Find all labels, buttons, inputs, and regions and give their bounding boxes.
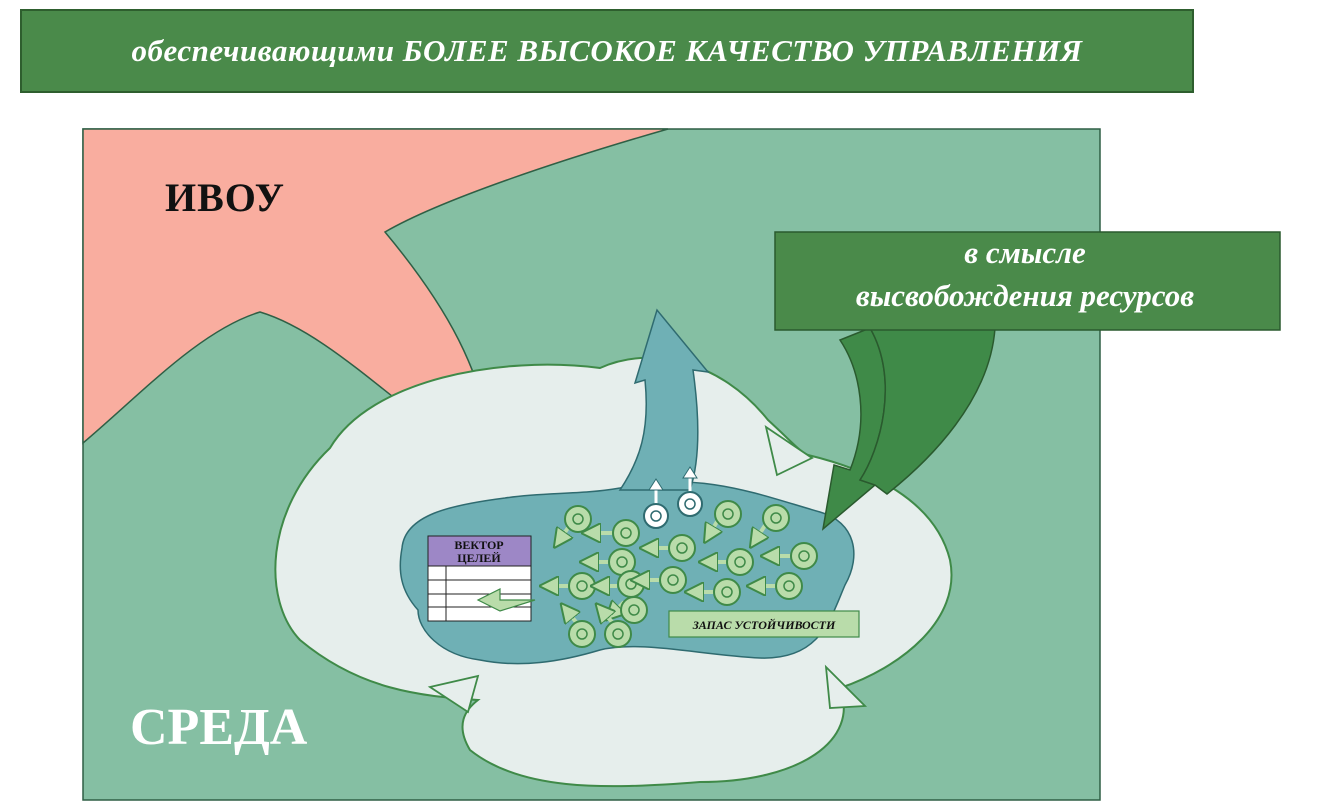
resource-token — [752, 504, 790, 545]
resource-token — [598, 606, 632, 648]
resource-token — [634, 566, 687, 594]
callout-line-2: высвобождения ресурсов — [856, 278, 1194, 313]
released-token — [643, 478, 669, 529]
resource-token — [543, 572, 596, 600]
goal-input-arrow — [476, 588, 536, 612]
resource-token — [585, 519, 640, 547]
environment-label: СРЕДА — [130, 699, 308, 756]
resource-token — [706, 500, 742, 540]
reserve-box — [668, 610, 860, 638]
callout-line-1: в смысле — [964, 235, 1086, 270]
goal-vector-title-1: ВЕКТОР — [454, 538, 503, 552]
cycle-arrowhead-bottom-right — [824, 664, 868, 709]
resource-tokens — [543, 500, 818, 648]
resource-token — [688, 578, 741, 606]
callout-arrow-body — [858, 327, 996, 495]
goal-vector-title-2: ЦЕЛЕЙ — [457, 551, 501, 565]
release-arrow — [618, 308, 710, 491]
resource-token — [750, 572, 803, 600]
resource-token — [563, 606, 596, 648]
title-banner: обеспечивающими БОЛЕЕ ВЫСОКОЕ КАЧЕСТВО У… — [20, 9, 1194, 93]
resource-token — [764, 542, 818, 570]
title-text: обеспечивающими БОЛЕЕ ВЫСОКОЕ КАЧЕСТВО У… — [131, 33, 1083, 68]
goal-vector-table: ВЕКТОР ЦЕЛЕЙ — [427, 535, 532, 622]
resource-token — [583, 548, 636, 576]
cycle-arrowhead-bottom-left — [427, 674, 480, 714]
callout-box — [774, 231, 1281, 331]
reserve-label: ЗАПАС УСТОЙЧИВОСТИ — [692, 617, 836, 632]
released-token — [677, 466, 703, 517]
resource-token — [702, 548, 754, 576]
ivou-label: ИВОУ — [165, 175, 285, 220]
resource-token — [643, 534, 696, 562]
released-tokens — [643, 466, 703, 529]
cycle-arrowhead-top-right — [764, 424, 814, 477]
